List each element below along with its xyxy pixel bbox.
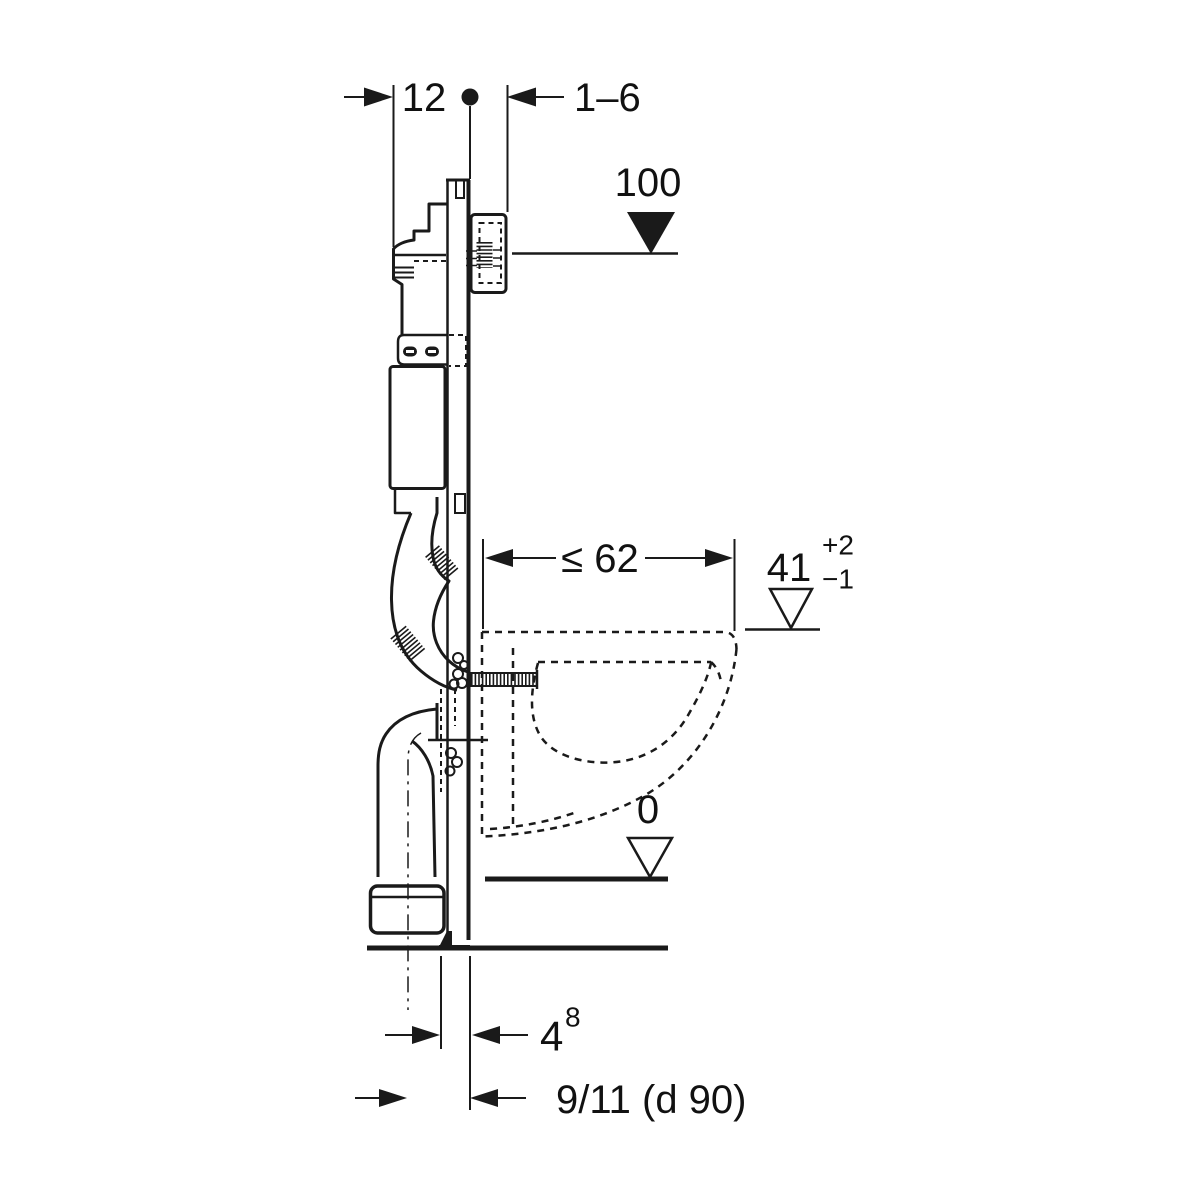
cistern-top-profile [392, 202, 447, 335]
level-triangle-open [767, 587, 815, 631]
dim-label-4: 4 [540, 1013, 563, 1060]
flush-pipe-bend [389, 497, 469, 692]
level-label-100: 100 [615, 161, 682, 205]
level-triangle-filled [627, 212, 675, 254]
dimension-outreach: ≤ 62 [482, 537, 736, 631]
tolerance-plus: +2 [822, 530, 854, 561]
tolerance-minus: −1 [822, 564, 854, 595]
cistern [388, 202, 467, 515]
level-marker-0: 0 [625, 788, 675, 880]
dimension-drain-pipe: 9/11 (d 90) [355, 1078, 747, 1122]
dim-label-12: 12 [402, 76, 447, 120]
arrowhead-left [472, 1026, 500, 1044]
bracket [396, 333, 447, 366]
actuator-box [466, 213, 508, 294]
arrowhead-left [507, 87, 536, 107]
floor-lines [367, 876, 668, 951]
dimension-cistern-depth: 12 [344, 76, 479, 247]
arrowhead-left [485, 549, 513, 567]
rail-top-slot [455, 181, 465, 199]
arrowhead-right [379, 1089, 407, 1107]
drain-centerline [407, 732, 422, 1010]
cistern-base-step [393, 489, 411, 515]
bracket-hidden-outline [449, 334, 467, 367]
dim-label-1-6: 1–6 [574, 76, 641, 120]
threaded-rod [469, 670, 539, 689]
rail-foot [439, 931, 452, 947]
level-marker-41: 41 +2 −1 [745, 530, 854, 631]
rail-mid-slot [454, 493, 466, 514]
drain-elbow [368, 703, 446, 1010]
arrowhead-left [470, 1089, 498, 1107]
dim-label-9-11: 9/11 (d 90) [556, 1078, 747, 1122]
corrugation-upper [425, 545, 459, 581]
arrowhead-right [364, 87, 393, 107]
arrowhead-right [412, 1026, 440, 1044]
arrowhead-right [705, 549, 733, 567]
frame-rail [439, 178, 471, 948]
level-triangle-open [625, 836, 675, 880]
level-marker-100: 100 [512, 161, 682, 255]
dimension-dot [461, 88, 479, 106]
dimension-drain-offset: 4 8 [385, 956, 581, 1110]
wc-bowl-outline [480, 630, 738, 838]
dim-label-4-sup: 8 [565, 1002, 581, 1033]
dim-label-62: ≤ 62 [561, 537, 639, 581]
dimension-wall-finish: 1–6 [506, 76, 641, 212]
cistern-body [388, 365, 447, 490]
level-label-0: 0 [637, 788, 659, 832]
corrugation-lower [390, 625, 426, 663]
dim-label-41: 41 [767, 546, 812, 590]
